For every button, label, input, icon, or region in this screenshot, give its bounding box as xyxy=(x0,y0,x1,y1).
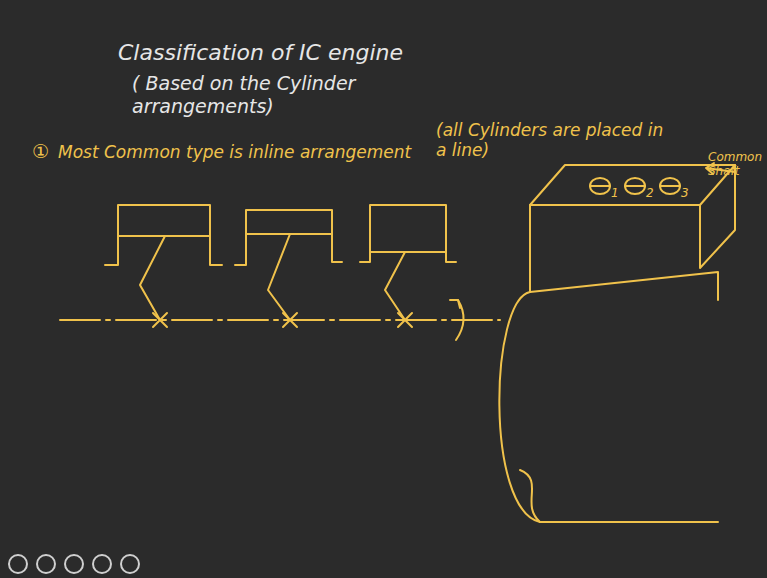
piston xyxy=(370,251,446,253)
crank-mark xyxy=(398,313,412,327)
connecting-rod xyxy=(268,234,290,320)
bore-line xyxy=(590,185,680,187)
crank-mark xyxy=(153,313,167,327)
item-number: ① xyxy=(32,140,56,163)
subtitle-note: ( Based on the Cylinder arrangements) xyxy=(132,72,382,118)
board-title: Classification of IC engine xyxy=(118,40,448,66)
cylinder-number: 2 xyxy=(646,186,660,200)
crank-mark xyxy=(283,313,297,327)
toolbar-icon xyxy=(9,555,27,573)
toolbar-icon xyxy=(121,555,139,573)
cylinder-number: 1 xyxy=(611,186,625,200)
arrow-head xyxy=(450,300,460,308)
toolbar-icon xyxy=(65,555,83,573)
connecting-rod xyxy=(385,252,405,320)
crank-case xyxy=(520,470,540,522)
crank-shaft xyxy=(60,319,500,321)
connecting-rod xyxy=(140,236,165,320)
cylinder-wall xyxy=(360,205,456,262)
item-text: Most Common type is inline arrangement xyxy=(58,142,438,162)
toolbar-icon xyxy=(93,555,111,573)
toolbar-icon xyxy=(37,555,55,573)
item-note: (all Cylinders are placed in a line) xyxy=(436,120,666,161)
cylinder-number: 3 xyxy=(681,186,695,200)
block-top xyxy=(530,165,735,205)
crank-case xyxy=(530,272,718,522)
cylinder-wall xyxy=(105,205,222,265)
crank-case xyxy=(499,292,540,522)
part-name: Common Shaft xyxy=(708,150,766,179)
